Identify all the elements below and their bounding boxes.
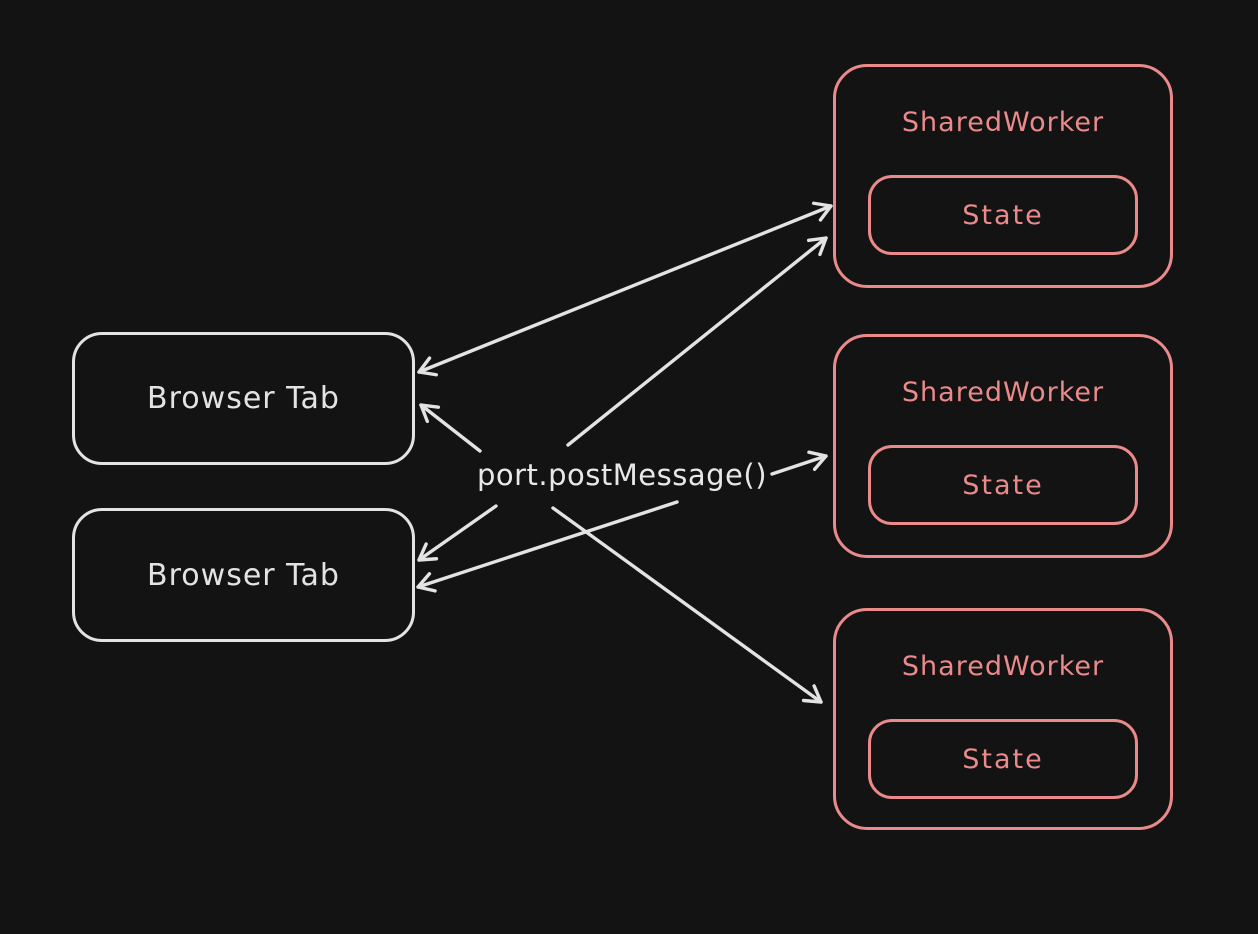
shared-worker-3-state-label: State [962, 743, 1044, 775]
shared-worker-1-state-label: State [962, 199, 1044, 231]
shared-worker-2-state-box: State [868, 445, 1138, 525]
arrow-center-label-to-shared-worker-3 [551, 506, 823, 704]
shared-worker-2-title: SharedWorker [901, 377, 1105, 408]
shared-worker-1-node: SharedWorker State [833, 64, 1173, 288]
arrow-center-label-to-shared-worker-1 [566, 236, 828, 447]
shared-worker-1-title: SharedWorker [901, 107, 1105, 138]
browser-tab-2-node: Browser Tab [72, 508, 415, 642]
browser-tab-1-node: Browser Tab [72, 332, 415, 465]
arrow-shared-worker-1-to-browser-tab-1 [417, 201, 833, 377]
shared-worker-2-node: SharedWorker State [833, 334, 1173, 558]
browser-tab-2-label: Browser Tab [147, 557, 340, 593]
arrow-center-label-to-browser-tab-2 [417, 504, 498, 562]
shared-worker-3-title: SharedWorker [901, 651, 1105, 682]
shared-worker-3-state-box: State [868, 719, 1138, 799]
arrow-center-label-to-shared-worker-2 [770, 450, 828, 476]
post-message-label: port.postMessage() [476, 458, 768, 492]
shared-worker-3-node: SharedWorker State [833, 608, 1173, 830]
browser-tab-1-label: Browser Tab [147, 381, 340, 416]
arrow-center-label-to-browser-tab-2 [416, 500, 679, 593]
shared-worker-2-state-label: State [962, 469, 1044, 501]
arrow-center-label-to-browser-tab-1 [419, 403, 482, 453]
shared-worker-1-state-box: State [868, 175, 1138, 255]
